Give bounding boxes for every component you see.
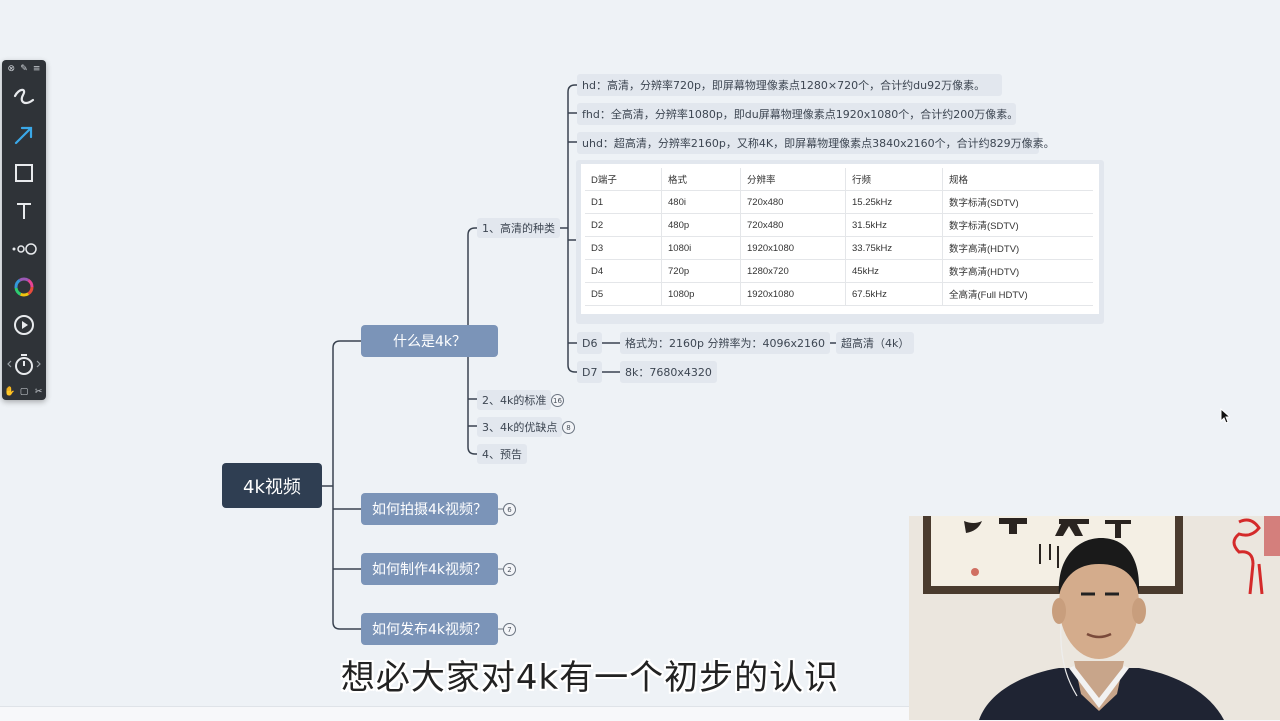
table-cell: D2 [585,213,662,237]
annotation-toolbar: ⊗ ✎ ≡ ✋ ▢ ✂ [2,60,46,400]
table-header-cell: 规格 [942,168,1093,191]
table-cell: 1280x720 [740,259,846,283]
branch-what-is-4k[interactable]: 什么是4k？ [361,325,498,357]
table-cell: 全高清(Full HDTV) [942,282,1093,306]
leaf-fhd[interactable]: fhd：全高清，分辨率1080p，即du屏幕物理像素点1920x1080个，合计… [577,103,1018,125]
leaf-d7-format[interactable]: 8k：7680x4320 [620,361,717,383]
table-header-cell: 行频 [845,168,943,191]
table-cell: 67.5kHz [845,282,943,306]
table-cell: 数字标清(SDTV) [942,190,1093,214]
text-icon[interactable] [2,196,46,226]
table-cell: 1920x1080 [740,236,846,260]
branch-how-to-publish[interactable]: 如何发布4k视频？ [361,613,498,645]
branch-how-to-make[interactable]: 如何制作4k视频？ [361,553,498,585]
table-header-cell: 格式 [661,168,741,191]
collapsed-count-badge[interactable]: 2 [503,563,516,576]
table-cell: 33.75kHz [845,236,943,260]
collapsed-count-badge[interactable]: 16 [551,394,564,407]
collapsed-count-badge[interactable]: 8 [562,421,575,434]
arrow-icon[interactable] [2,120,46,150]
leaf-d7[interactable]: D7 [577,361,603,383]
leaf-uhd[interactable]: uhd：超高清，分辨率2160p，又称4K，即屏幕物理像素点3840x2160个… [577,132,1055,154]
collapsed-count-badge[interactable]: 7 [503,623,516,636]
close-icon[interactable]: ⊗ [7,64,16,74]
play-icon[interactable] [2,310,46,340]
table-row: D1 480i 720x480 15.25kHz 数字标清(SDTV) [585,190,1093,214]
sub-node-4k-pros-cons[interactable]: 3、4k的优缺点 [477,417,563,437]
table-cell: 1080p [661,282,741,306]
color-wheel-icon[interactable] [2,272,46,302]
table-cell: 数字高清(HDTV) [942,259,1093,283]
hand-icon[interactable]: ✋ [4,387,16,397]
timer-icon[interactable] [2,349,46,379]
pen-icon[interactable] [2,82,46,112]
rectangle-icon[interactable] [2,158,46,188]
video-subtitle: 想必大家对4k有一个初步的认识 [340,658,840,698]
table-cell: D4 [585,259,662,283]
webcam-video-overlay [909,516,1280,720]
table-cell: 720x480 [740,213,846,237]
table-cell: 1920x1080 [740,282,846,306]
leaf-d6[interactable]: D6 [577,332,603,354]
table-header-cell: 分辨率 [740,168,846,191]
table-cell: 720p [661,259,741,283]
leaf-d6-class[interactable]: 超高清（4k） [836,332,915,354]
line-width-icon[interactable] [2,234,46,264]
table-cell: 1080i [661,236,741,260]
table-cell: 720x480 [740,190,846,214]
table-cell: D3 [585,236,662,260]
mouse-cursor-icon [1220,408,1230,424]
leaf-hd[interactable]: hd：高清，分辨率720p，即屏幕物理像素点1280×720个，合计约du92万… [577,74,1002,96]
table-cell: 45kHz [845,259,943,283]
screen-icon[interactable]: ▢ [19,387,29,397]
table-cell: D5 [585,282,662,306]
table-cell: 480i [661,190,741,214]
resolution-table-image[interactable]: D端子 格式 分辨率 行频 规格 D1 480i 720x480 15.25kH… [576,160,1104,324]
branch-how-to-shoot[interactable]: 如何拍摄4k视频？ [361,493,498,525]
eraser-icon[interactable]: ✎ [20,64,28,74]
table-cell: 数字标清(SDTV) [942,213,1093,237]
table-row: D3 1080i 1920x1080 33.75kHz 数字高清(HDTV) [585,236,1093,260]
table-cell: 480p [661,213,741,237]
resolution-table: D端子 格式 分辨率 行频 规格 D1 480i 720x480 15.25kH… [585,168,1093,306]
sub-node-4k-standard[interactable]: 2、4k的标准 [477,390,552,410]
sub-node-preview[interactable]: 4、预告 [477,444,527,464]
collapsed-count-badge[interactable]: 6 [503,503,516,516]
menu-icon[interactable]: ≡ [32,64,41,74]
table-row: D4 720p 1280x720 45kHz 数字高清(HDTV) [585,259,1093,283]
leaf-d6-format[interactable]: 格式为：2160p 分辨率为：4096x2160 [620,332,830,354]
table-cell: 15.25kHz [845,190,943,214]
table-row: D2 480p 720x480 31.5kHz 数字标清(SDTV) [585,213,1093,237]
sub-node-hd-types[interactable]: 1、高清的种类 [477,218,560,238]
scissors-icon[interactable]: ✂ [34,387,43,397]
table-header-row: D端子 格式 分辨率 行频 规格 [585,168,1093,191]
mindmap-root-node[interactable]: 4k视频 [222,463,322,508]
table-cell: D1 [585,190,662,214]
table-cell: 数字高清(HDTV) [942,236,1093,260]
table-row: D5 1080p 1920x1080 67.5kHz 全高清(Full HDTV… [585,282,1093,306]
table-header-cell: D端子 [585,168,662,191]
table-cell: 31.5kHz [845,213,943,237]
